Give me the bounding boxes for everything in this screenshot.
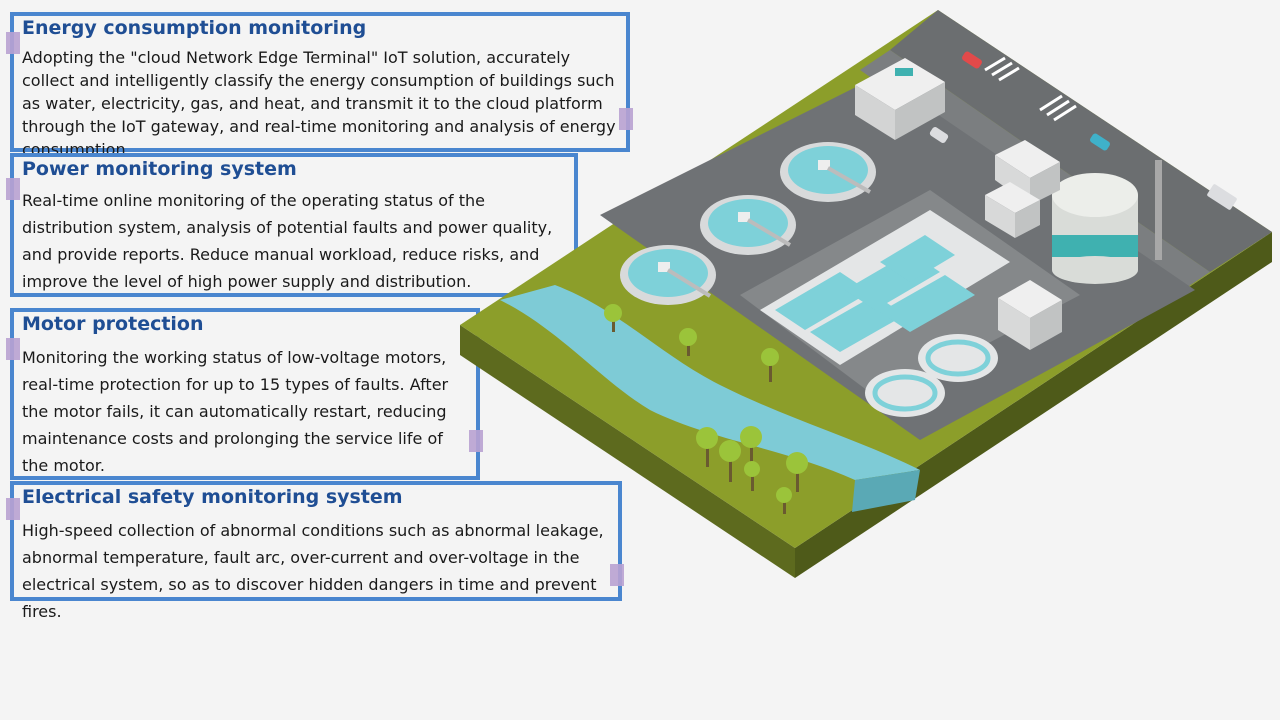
main-road <box>890 10 1272 272</box>
tree-icon <box>761 348 779 382</box>
small-building <box>985 182 1040 238</box>
river-bank <box>852 470 920 512</box>
chimney <box>1155 160 1162 260</box>
office-building <box>855 58 945 140</box>
river <box>500 285 920 480</box>
panel-handle[interactable] <box>6 32 20 54</box>
panel-handle[interactable] <box>619 108 633 130</box>
tree-icon <box>679 328 697 356</box>
energy-monitoring-title: Energy consumption monitoring <box>22 17 367 39</box>
motor-protection-text: Monitoring the working status of low-vol… <box>22 348 449 475</box>
aeration-tank <box>865 369 945 417</box>
power-monitoring-text: Real-time online monitoring of the opera… <box>22 191 553 291</box>
clarifier-tank <box>780 142 876 202</box>
panel-handle[interactable] <box>6 338 20 360</box>
tree-icon <box>696 427 718 467</box>
electrical-safety-panel: Electrical safety monitoring system High… <box>10 481 622 621</box>
car-icon <box>929 127 949 143</box>
electrical-safety-text: High-speed collection of abnormal condit… <box>22 521 604 621</box>
tree-icon <box>744 461 760 491</box>
panel-handle[interactable] <box>6 178 20 200</box>
water-treatment-plant-illustration <box>460 10 1272 578</box>
tree-icon <box>719 440 741 482</box>
panel-handle[interactable] <box>6 498 20 520</box>
aeration-tank <box>918 334 998 382</box>
motor-protection-panel: Motor protection Monitoring the working … <box>10 308 480 480</box>
tree-icon <box>740 426 762 467</box>
sedimentation-basins <box>760 210 1010 365</box>
clarifier-tank <box>700 195 796 255</box>
panel-handle[interactable] <box>469 430 483 452</box>
crosswalk <box>984 56 1077 122</box>
motor-protection-title: Motor protection <box>22 313 204 335</box>
tree-icon <box>604 304 622 332</box>
clarifier-tank <box>620 245 716 305</box>
tree-icon <box>786 452 808 492</box>
panel-handle[interactable] <box>610 564 624 586</box>
tree-icon <box>776 487 792 514</box>
power-monitoring-panel: Power monitoring system Real-time online… <box>10 153 578 297</box>
pump-house <box>998 280 1062 350</box>
electrical-safety-title: Electrical safety monitoring system <box>22 486 403 508</box>
car-icon <box>962 51 982 69</box>
power-monitoring-title: Power monitoring system <box>22 158 297 180</box>
ground-side-left <box>460 325 795 578</box>
car-icon <box>1090 133 1110 151</box>
storage-tank <box>1052 173 1138 284</box>
truck-icon <box>1207 184 1237 210</box>
